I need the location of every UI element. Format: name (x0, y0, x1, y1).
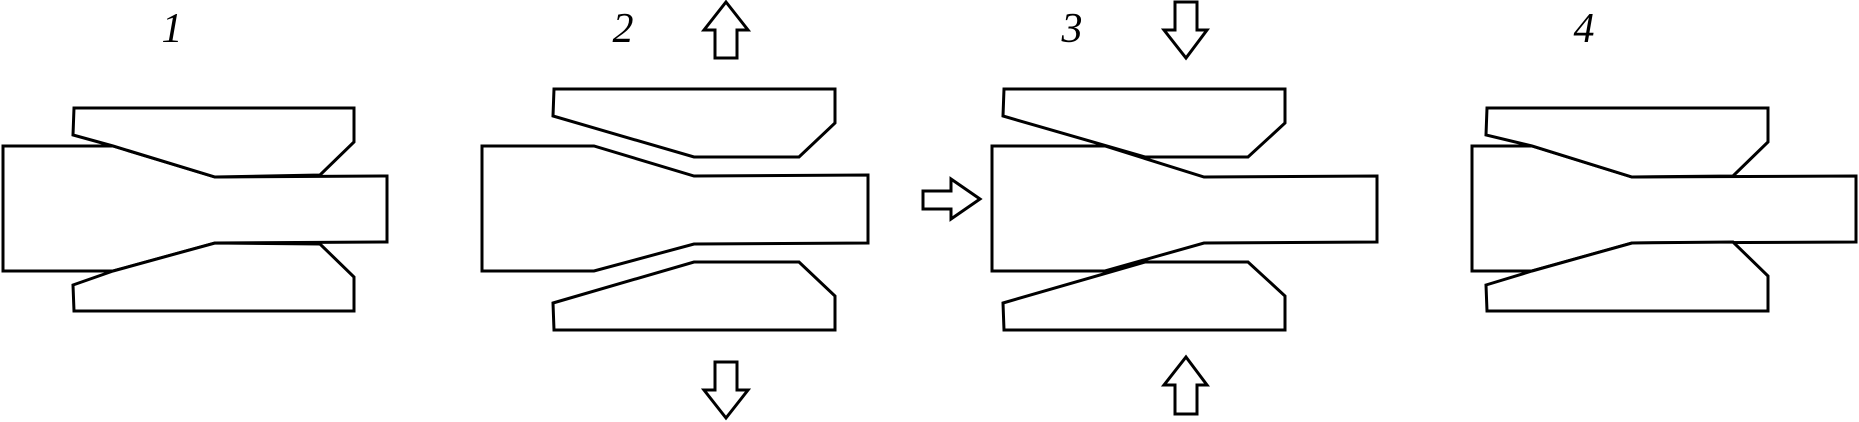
stage-3: 3 (921, 0, 1379, 416)
stage-1-lower-die (71, 241, 356, 313)
stage-2-upper-die (551, 87, 837, 159)
stage-4-lower-die (1484, 240, 1770, 313)
stage-4: 4 (1470, 6, 1858, 313)
stage-2-workpiece (480, 144, 870, 273)
step-label-3: 3 (1061, 6, 1083, 52)
arrow-up-icon (700, 0, 752, 60)
step-label-1: 1 (162, 6, 183, 52)
arrow-right-icon (921, 176, 983, 222)
stage-2-lower-die (551, 260, 837, 332)
arrow-down-icon (700, 360, 752, 421)
stage-1: 1 (1, 6, 389, 313)
stage-2: 2 (480, 0, 870, 421)
stage-3-upper-die (1001, 87, 1287, 159)
stage-1-upper-die (71, 106, 356, 179)
arrow-down-icon (1160, 0, 1210, 61)
step-label-2: 2 (613, 6, 634, 52)
step-label-4: 4 (1574, 6, 1595, 52)
stage-4-upper-die (1484, 106, 1770, 179)
arrow-up-icon (1160, 354, 1210, 416)
stage-3-lower-die (1001, 260, 1287, 332)
stage-3-workpiece (990, 144, 1379, 273)
